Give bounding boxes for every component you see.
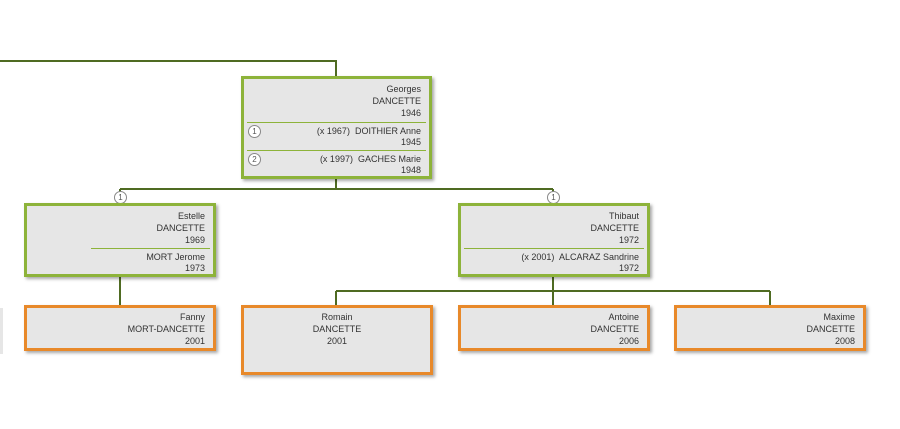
spouse-1-year: 1945 — [400, 137, 421, 147]
birth-year: 2006 — [618, 336, 639, 346]
spouse-number-2: 2 — [248, 153, 261, 166]
spouse-name: GACHES Marie — [357, 154, 421, 164]
separator — [247, 150, 426, 151]
last-name: MORT-DANCETTE — [127, 324, 205, 334]
first-name: Georges — [386, 84, 421, 94]
person-box-antoine[interactable]: Antoine DANCETTE 2006 — [458, 305, 650, 351]
spouse-2-year: 1948 — [400, 165, 421, 175]
last-name: DANCETTE — [806, 324, 855, 334]
line-from-parent — [0, 60, 337, 76]
offscreen-box-edge — [0, 308, 3, 354]
person-box-fanny[interactable]: Fanny MORT-DANCETTE 2001 — [24, 305, 216, 351]
spouse-1-name: (x 1967) DOITHIER Anne — [317, 126, 421, 137]
separator — [91, 248, 210, 249]
birth-year: 1969 — [184, 235, 205, 245]
separator — [464, 248, 644, 249]
first-name: Maxime — [823, 312, 855, 322]
spouse-name: ALCARAZ Sandrine — [558, 252, 639, 262]
birth-year: 2008 — [834, 336, 855, 346]
partner-name: MORT Jerome — [146, 252, 205, 262]
marriage-year: (x 1967) — [316, 126, 350, 136]
spouse-number-1: 1 — [248, 125, 261, 138]
partner-year: 1973 — [184, 263, 205, 273]
spouse-name: DOITHIER Anne — [354, 126, 421, 136]
person-box-georges[interactable]: Georges DANCETTE 1946 1 (x 1967) DOITHIE… — [241, 76, 432, 179]
last-name: DANCETTE — [372, 96, 421, 106]
first-name: Fanny — [179, 312, 205, 322]
first-name: Antoine — [608, 312, 639, 322]
person-box-estelle[interactable]: Estelle DANCETTE 1969 MORT Jerome 1973 — [24, 203, 216, 277]
first-name: Thibaut — [608, 211, 639, 221]
line-thibaut-to-children — [335, 277, 771, 305]
spouse-2-name: (x 1997) GACHES Marie — [320, 154, 421, 165]
birth-year: 2001 — [184, 336, 205, 346]
first-name: Estelle — [177, 211, 205, 221]
last-name: DANCETTE — [312, 324, 362, 334]
person-box-romain[interactable]: Romain DANCETTE 2001 — [241, 305, 433, 375]
birth-year: 2001 — [326, 336, 348, 346]
separator — [247, 122, 426, 123]
person-box-maxime[interactable]: Maxime DANCETTE 2008 — [674, 305, 866, 351]
line-root-to-children — [119, 178, 554, 203]
birth-year: 1972 — [618, 235, 639, 245]
first-name: Romain — [321, 312, 353, 322]
marriage-year: (x 2001) — [521, 252, 555, 262]
last-name: DANCETTE — [590, 324, 639, 334]
last-name: DANCETTE — [590, 223, 639, 233]
partner-year: 1972 — [618, 263, 639, 273]
marriage-marker-estelle: 1 — [114, 191, 127, 204]
last-name: DANCETTE — [156, 223, 205, 233]
person-box-thibaut[interactable]: Thibaut DANCETTE 1972 (x 2001) ALCARAZ S… — [458, 203, 650, 277]
birth-year: 1946 — [400, 108, 421, 118]
partner-name: (x 2001) ALCARAZ Sandrine — [521, 252, 639, 263]
marriage-year: (x 1997) — [319, 154, 353, 164]
